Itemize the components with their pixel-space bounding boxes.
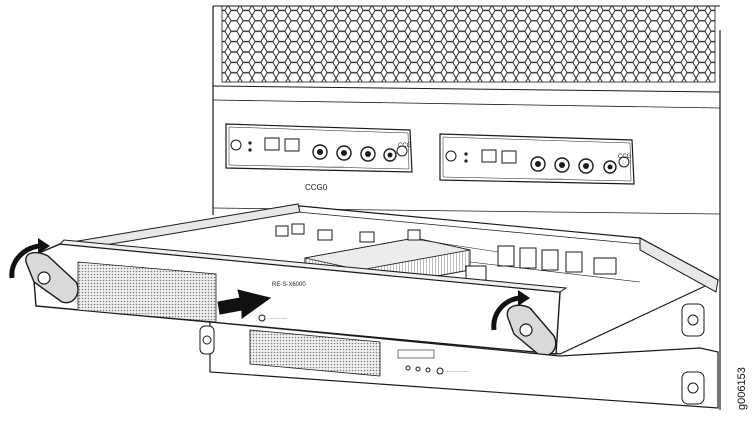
card-model-label: RE-S-X6000 <box>272 282 306 288</box>
ccg-right-tag: CCG <box>618 154 632 160</box>
bnc-connectors-right <box>530 156 617 174</box>
svg-text:~~~~~~~~~~: ~~~~~~~~~~ <box>446 369 470 374</box>
hex-vent-grille <box>212 5 721 93</box>
ccg-module-left: ~~~~~~ ~~~~~~ ~~~~~~ CCG <box>225 123 413 173</box>
insert-arrow-icon <box>217 289 272 319</box>
rotate-arrow-icon <box>9 238 50 279</box>
ccg-module-right: ~~~~~~ ~~~~~~ ~~~~~~ CCG <box>439 133 635 185</box>
ccg0-label: CCG0 <box>305 183 328 192</box>
lower-slot-card: ~~~~~~~~~~ <box>209 321 719 409</box>
svg-text:~~~~~~ ~~~~~~ ~~~~~~: ~~~~~~ ~~~~~~ ~~~~~~ <box>300 164 345 169</box>
ejector-handle-icon <box>506 304 557 357</box>
ccg-left-tag: CCG <box>398 143 412 149</box>
bnc-connectors-left <box>312 144 397 162</box>
svg-text:~~~~~~~~: ~~~~~~~~ <box>268 316 287 321</box>
figure-id: g006153 <box>736 367 748 410</box>
ejector-handle-icon <box>25 251 79 304</box>
rotate-arrow-icon <box>491 290 530 331</box>
side-latches <box>199 303 705 405</box>
svg-text:~~~~~~ ~~~~~~ ~~~~~~: ~~~~~~ ~~~~~~ ~~~~~~ <box>520 176 565 181</box>
